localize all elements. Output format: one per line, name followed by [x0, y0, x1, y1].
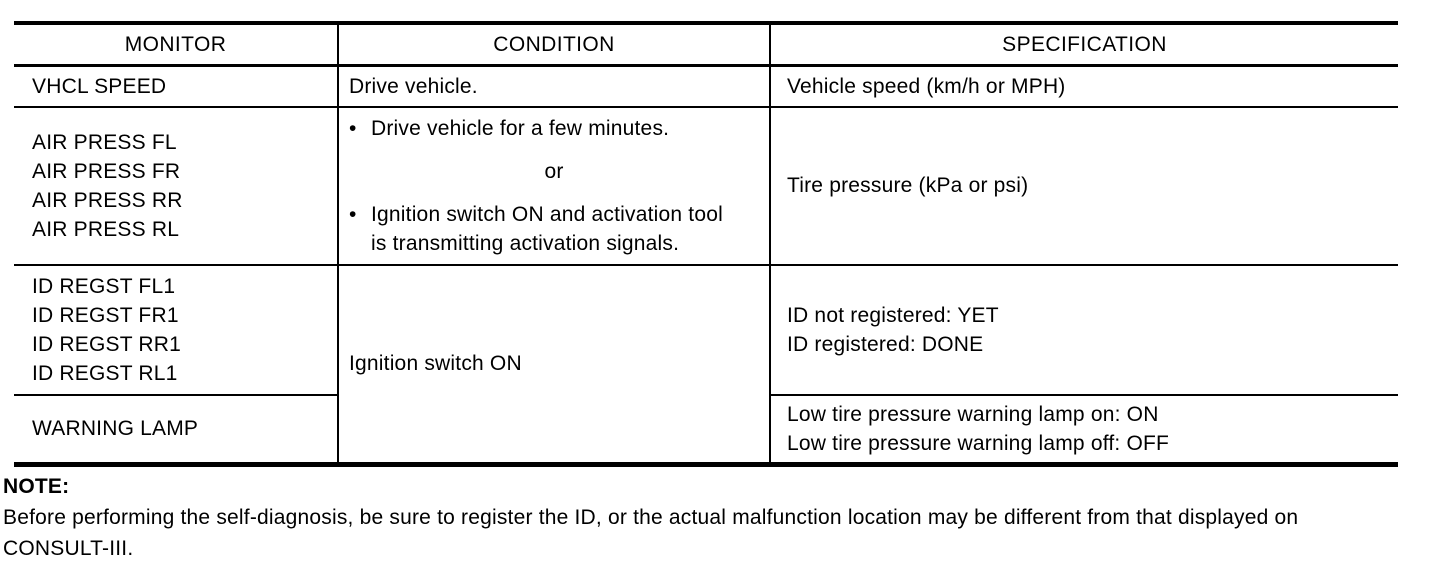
air-press-spec-cell: Tire pressure (kPa or psi) — [770, 107, 1398, 266]
condition-bullet-text: Ignition switch ON and activation tool i… — [371, 200, 723, 258]
table-row-air-press: AIR PRESS FL AIR PRESS FR AIR PRESS RR A… — [14, 107, 1398, 266]
vhcl-speed-monitor-cell: VHCL SPEED — [14, 65, 339, 108]
monitor-line: ID REGST RL1 — [32, 362, 178, 385]
spec-line: Low tire pressure warning lamp off: OFF — [787, 432, 1170, 455]
condition-column-header: CONDITION — [338, 23, 771, 67]
table-row-warning-lamp: WARNING LAMP Low tire pressure warning l… — [14, 395, 1398, 465]
note-section: NOTE: Before performing the self-diagnos… — [3, 471, 1435, 564]
vhcl-speed-spec-cell: Vehicle speed (km/h or MPH) — [770, 65, 1398, 108]
bullet-icon: • — [349, 203, 357, 226]
note-text-line: CONSULT-III. — [3, 537, 134, 560]
monitor-line: AIR PRESS RR — [32, 189, 183, 212]
warning-lamp-spec-cell: Low tire pressure warning lamp on: ON Lo… — [770, 395, 1398, 465]
monitor-line: AIR PRESS RL — [32, 218, 180, 241]
bullet-icon: • — [349, 117, 357, 140]
condition-bullet-text: Drive vehicle for a few minutes. — [371, 117, 670, 140]
vhcl-speed-condition-cell: Drive vehicle. — [338, 65, 771, 108]
monitor-spec-table: MONITOR CONDITION SPECIFICATION VHCL SPE… — [14, 21, 1398, 467]
monitor-column-header: MONITOR — [14, 23, 339, 67]
air-press-monitor-lines: AIR PRESS FL AIR PRESS FR AIR PRESS RR A… — [32, 128, 337, 244]
air-press-condition-stack: • Drive vehicle for a few minutes. or • … — [349, 114, 769, 258]
ignition-condition-cell: Ignition switch ON — [338, 265, 771, 466]
condition-bullet-text-line: is transmitting activation signals. — [371, 232, 680, 255]
spec-line: Low tire pressure warning lamp on: ON — [787, 403, 1159, 426]
condition-or-separator: or — [544, 160, 564, 183]
table-header-row: MONITOR CONDITION SPECIFICATION — [14, 23, 1398, 67]
spec-line: ID not registered: YET — [787, 304, 999, 327]
table-row-id-regst: ID REGST FL1 ID REGST FR1 ID REGST RR1 I… — [14, 265, 1398, 466]
monitor-line: ID REGST FL1 — [32, 275, 176, 298]
monitor-line: ID REGST RR1 — [32, 333, 182, 356]
warning-lamp-spec-lines: Low tire pressure warning lamp on: ON Lo… — [787, 400, 1398, 458]
id-regst-spec-lines: ID not registered: YET ID registered: DO… — [787, 301, 1398, 359]
condition-bullet-text-line: Ignition switch ON and activation tool — [371, 203, 723, 226]
id-regst-spec-cell: ID not registered: YET ID registered: DO… — [770, 265, 1398, 396]
condition-bullet-item: • Drive vehicle for a few minutes. — [349, 114, 769, 143]
id-regst-monitor-lines: ID REGST FL1 ID REGST FR1 ID REGST RR1 I… — [32, 272, 337, 388]
monitor-line: AIR PRESS FR — [32, 160, 181, 183]
id-regst-monitor-cell: ID REGST FL1 ID REGST FR1 ID REGST RR1 I… — [14, 265, 339, 396]
condition-bullet-item: • Ignition switch ON and activation tool… — [349, 200, 769, 258]
specification-column-header: SPECIFICATION — [770, 23, 1398, 67]
air-press-condition-cell: • Drive vehicle for a few minutes. or • … — [338, 107, 771, 266]
table-row-vhcl-speed: VHCL SPEED Drive vehicle. Vehicle speed … — [14, 65, 1398, 108]
note-label: NOTE: — [3, 475, 70, 498]
air-press-monitor-cell: AIR PRESS FL AIR PRESS FR AIR PRESS RR A… — [14, 107, 339, 266]
spec-line: ID registered: DONE — [787, 333, 984, 356]
note-text-line: Before performing the self-diagnosis, be… — [3, 506, 1299, 529]
monitor-line: ID REGST FR1 — [32, 304, 179, 327]
monitor-line: AIR PRESS FL — [32, 131, 177, 154]
warning-lamp-monitor-cell: WARNING LAMP — [14, 395, 339, 465]
